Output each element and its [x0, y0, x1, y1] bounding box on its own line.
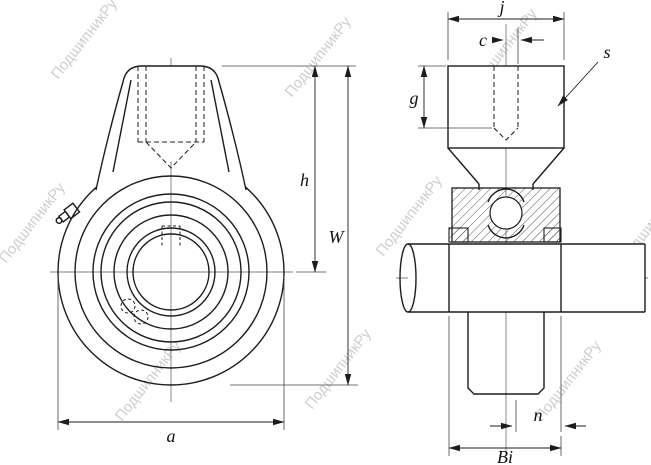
dim-label-g: g — [410, 88, 419, 108]
watermark-text: ПодшипникРу — [532, 337, 605, 424]
setscrew-hidden-details — [120, 225, 181, 325]
dimension-a: a — [57, 276, 285, 446]
hanger-arm — [95, 65, 247, 191]
bearing-section — [448, 187, 562, 243]
watermark-text: ПодшипникРу — [282, 13, 355, 100]
shaft — [399, 243, 646, 313]
dimension-j: j — [447, 0, 565, 60]
hanger-block-section — [447, 65, 565, 190]
dimension-c: c — [479, 30, 544, 50]
ball-element — [489, 196, 523, 230]
lower-housing — [467, 312, 545, 395]
housing-circles — [57, 158, 285, 386]
dimension-s: s — [557, 42, 611, 107]
dimension-g: g — [410, 65, 492, 129]
dimension-h: h — [222, 65, 356, 273]
dimension-w: W — [230, 65, 358, 386]
grease-fitting — [55, 202, 81, 225]
thread-hole-hidden-lines — [137, 66, 205, 169]
dim-label-s: s — [603, 42, 610, 62]
dim-label-h: h — [300, 170, 309, 190]
dim-label-w: W — [329, 227, 346, 247]
dim-label-c: c — [479, 30, 487, 50]
front-view: a h W — [50, 58, 358, 446]
watermark-text: ПодшипникРу — [48, 0, 121, 82]
dim-label-n: n — [534, 405, 543, 425]
side-view: j c s g n — [396, 0, 648, 465]
dim-label-a: a — [167, 426, 176, 446]
dim-label-bi: Bi — [497, 447, 513, 465]
watermark-text: ПодшипникРу — [302, 325, 375, 412]
dimension-n: n — [490, 316, 586, 432]
dim-label-j: j — [497, 0, 504, 17]
side-thread-hidden-lines — [493, 28, 519, 141]
dimension-bi: Bi — [448, 316, 562, 465]
